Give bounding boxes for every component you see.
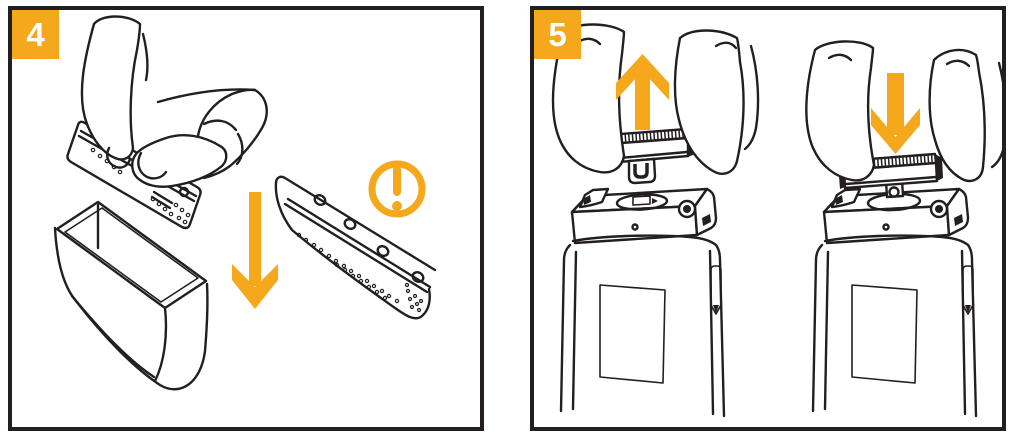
front-screw-hole [882,223,890,231]
warning-icon [368,160,426,218]
hand-pressing-cutter-icon [805,40,1006,183]
step-panel-4: 4 [8,6,484,431]
step-panel-5: 5 [530,6,1006,431]
front-screw-hole [631,223,639,231]
hand-holding-foil-icon [66,15,268,230]
step-number-badge: 5 [534,10,581,59]
body-label-window [851,284,918,384]
shaver-body-icon [811,187,978,418]
shaver-body-icon [559,187,726,418]
body-label-window [599,284,666,384]
cutter-mount-tab [627,157,657,185]
arrow-up-icon [616,54,669,130]
arrow-down-icon [232,192,278,309]
foil-perforations [90,147,191,225]
hand-lifting-cutter-icon [551,23,760,175]
shaver-foil-icon [274,175,437,320]
step-number-badge: 4 [12,10,59,59]
illustration-step-4 [53,15,437,391]
foil-frame-tray-icon [53,200,209,391]
arrow-down-icon [871,73,920,154]
illustration-step-5 [551,23,1006,418]
pocket-clip-icon [962,265,974,315]
pocket-clip-icon [710,265,722,315]
foil-perforations [296,232,424,313]
